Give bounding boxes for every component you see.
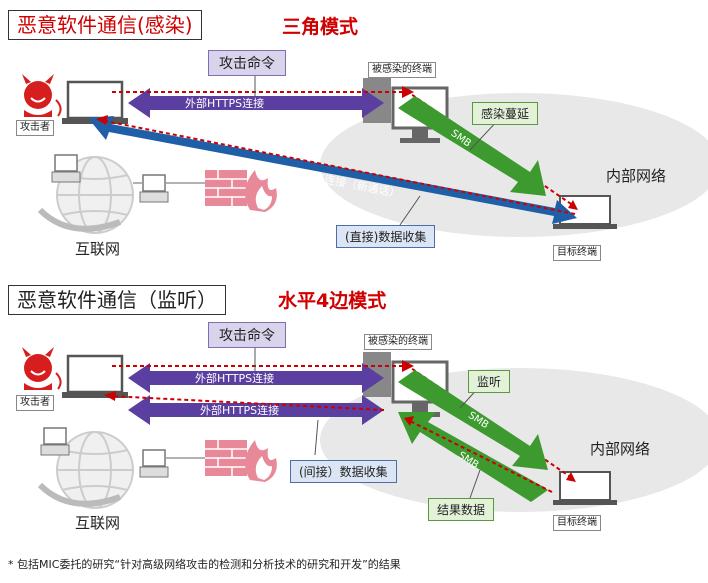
panel1-collection-label: (直接)数据收集: [336, 225, 436, 248]
target-terminal-icon-2: [553, 471, 617, 505]
panel1-command-label: 攻击命令: [208, 50, 286, 76]
https-arrow-1: [128, 88, 384, 118]
internet-globe-icon-2: [37, 431, 134, 509]
panel1-target-label: 目标终端: [553, 245, 601, 261]
panel2-title: 恶意软件通信（监听）: [8, 285, 226, 315]
smb-arrow-2a: [398, 370, 548, 470]
panel2-mode: 水平4边模式: [278, 290, 387, 312]
https-arrow-2a: [128, 363, 384, 393]
panel2-internet-label: 互联网: [75, 514, 121, 532]
pc-icon-1a: [51, 154, 81, 183]
https-arrow-label-2b: 外部HTTPS连接: [200, 404, 280, 417]
pc-icon-1b: [139, 174, 169, 203]
return-path-2b: [407, 419, 553, 493]
panel2-result-label: 结果数据: [428, 498, 495, 521]
internet-globe-icon-1: [37, 156, 134, 234]
panel1-spread-label: 感染蔓延: [472, 102, 539, 125]
https-arrow-label-1: 外部HTTPS连接: [185, 97, 265, 110]
attacker-laptop-icon-2: [62, 354, 128, 398]
panel2-infected-label: 被感染的终端: [364, 334, 432, 350]
panel1-infected-label: 被感染的终端: [368, 62, 436, 78]
panel2-collection-label: (间接）数据收集: [290, 460, 397, 483]
panel1-title: 恶意软件通信(感染): [8, 10, 202, 40]
panel2-attacker-label: 攻击者: [16, 395, 54, 411]
pc-icon-2b: [139, 449, 169, 478]
panel2-command-label: 攻击命令: [208, 322, 286, 348]
firewall-icon-1: [205, 170, 277, 212]
attacker-devil-icon-2: [22, 347, 62, 390]
return-path-2: [109, 395, 385, 411]
panel2-monitor-label: 监听: [468, 370, 511, 393]
panel2-internal-network-label: 内部网络: [590, 440, 651, 458]
pc-icon-2a: [40, 427, 70, 456]
panel2-target-label: 目标终端: [553, 515, 601, 531]
panel1-attacker-label: 攻击者: [16, 120, 54, 136]
panel1-internet-label: 互联网: [75, 240, 121, 258]
https-arrow-label-2a: 外部HTTPS连接: [195, 372, 275, 385]
footnote: * 包括MIC委托的研究“针对高级网络攻击的检测和分析技术的研究和开发”的结果: [8, 558, 401, 571]
return-path-1: [99, 119, 576, 215]
panel1-mode: 三角模式: [282, 16, 359, 38]
panel1-internal-network-label: 内部网络: [606, 167, 667, 185]
https-arrow-2b: [128, 395, 384, 425]
https-new-arrow-1: [88, 116, 577, 224]
smb-arrow-1: [398, 96, 546, 196]
attacker-devil-icon-1: [22, 74, 62, 117]
firewall-icon-2: [205, 440, 277, 482]
